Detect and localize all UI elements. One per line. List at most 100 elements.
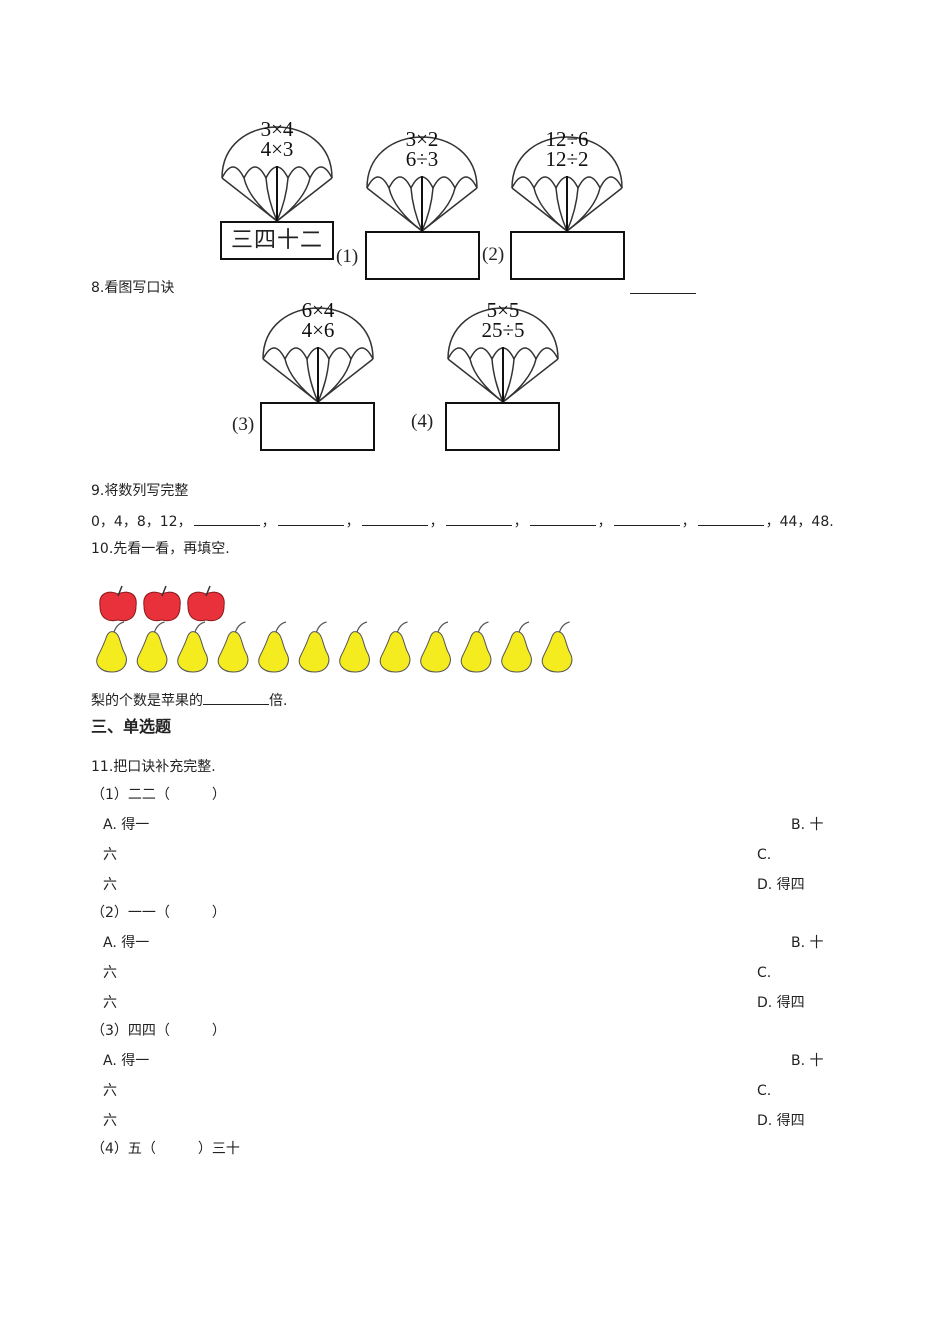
parachute-expression: 3×4 bbox=[260, 117, 294, 141]
option-a-continued[interactable]: 六 bbox=[103, 965, 117, 981]
parachute-drawing bbox=[447, 307, 559, 403]
parachute-string bbox=[284, 358, 319, 403]
parachute-string bbox=[566, 187, 579, 232]
sequence-blank[interactable] bbox=[613, 511, 680, 526]
canopy bbox=[262, 307, 374, 360]
fruit-figure bbox=[92, 578, 592, 678]
pear-icon bbox=[501, 621, 532, 673]
sequence-number: 8 bbox=[136, 514, 146, 530]
q9-prompt: 9.将数列写完整 bbox=[91, 483, 189, 499]
option-a-continued[interactable]: 六 bbox=[103, 1113, 117, 1129]
q10-sentence-after: 倍. bbox=[269, 693, 288, 709]
answer-box[interactable] bbox=[510, 231, 625, 280]
option-d[interactable]: D. 得四 bbox=[757, 1113, 805, 1129]
answer-box[interactable] bbox=[445, 402, 560, 451]
option-a[interactable]: A. 得一 bbox=[103, 817, 150, 833]
answer-box[interactable] bbox=[365, 231, 480, 280]
pear-icon bbox=[96, 621, 127, 673]
parachute-string bbox=[317, 358, 374, 403]
sequence-blank[interactable] bbox=[529, 511, 596, 526]
answer-box[interactable] bbox=[260, 402, 375, 451]
pear-icon bbox=[420, 621, 451, 673]
q10-sentence-before: 梨的个数是苹果的 bbox=[91, 693, 203, 709]
separator: ， bbox=[765, 514, 780, 530]
parachute-string bbox=[566, 187, 623, 232]
apple-icon bbox=[187, 585, 225, 622]
parachute-string bbox=[388, 187, 423, 232]
q8-answer-blank[interactable] bbox=[630, 279, 696, 299]
canopy-panel bbox=[454, 176, 478, 189]
canopy-panel bbox=[388, 176, 412, 189]
canopy-panel bbox=[513, 347, 537, 360]
pear-icon bbox=[177, 621, 208, 673]
parachute-string bbox=[421, 187, 434, 232]
parachute-string bbox=[276, 177, 289, 222]
parachute-expression: 4×6 bbox=[301, 318, 335, 342]
option-a-continued[interactable]: 六 bbox=[103, 995, 117, 1011]
option-a-continued[interactable]: 六 bbox=[103, 877, 117, 893]
parachute-string bbox=[502, 358, 515, 403]
separator: ， bbox=[261, 514, 276, 530]
sequence-blank[interactable] bbox=[697, 511, 764, 526]
canopy-panel bbox=[469, 347, 493, 360]
parachute-string bbox=[265, 177, 278, 222]
parachute-expression: 6÷3 bbox=[405, 147, 439, 171]
q9-sequence: 0，4，8，12，，，，，，，，44，48. bbox=[91, 511, 834, 531]
apple-icon bbox=[99, 585, 137, 622]
sequence-blank[interactable] bbox=[445, 511, 512, 526]
canopy-panel bbox=[366, 176, 390, 189]
pear-icon bbox=[460, 621, 492, 673]
sequence-blank[interactable] bbox=[361, 511, 428, 526]
option-c[interactable]: C. bbox=[757, 1083, 772, 1099]
sequence-number: 4 bbox=[113, 514, 123, 530]
canopy-panel bbox=[287, 166, 311, 179]
q10-sentence: 梨的个数是苹果的 倍. bbox=[91, 690, 287, 710]
option-b[interactable]: B. 十 bbox=[791, 1053, 824, 1069]
pear-icon bbox=[541, 621, 573, 673]
option-c[interactable]: C. bbox=[757, 965, 772, 981]
option-b[interactable]: B. 十 bbox=[791, 935, 824, 951]
parachute-expression: 6×4 bbox=[301, 298, 335, 322]
canopy-panel bbox=[432, 176, 456, 189]
question-stem: （3）四四（ ） bbox=[91, 1023, 226, 1039]
canopy bbox=[447, 307, 559, 360]
option-a[interactable]: A. 得一 bbox=[103, 935, 150, 951]
parachute-string bbox=[410, 187, 423, 232]
canopy-panel bbox=[447, 347, 471, 360]
canopy-panel bbox=[599, 176, 623, 189]
q10-answer-blank[interactable] bbox=[203, 690, 269, 705]
parachute-string bbox=[243, 177, 278, 222]
option-d[interactable]: D. 得四 bbox=[757, 995, 805, 1011]
separator: ， bbox=[681, 514, 696, 530]
sequence-blank[interactable] bbox=[277, 511, 344, 526]
separator: ， bbox=[145, 514, 160, 530]
parachute-string bbox=[306, 358, 319, 403]
option-a[interactable]: A. 得一 bbox=[103, 1053, 150, 1069]
question-stem: （4）五（ ）三十 bbox=[91, 1141, 240, 1157]
separator: ， bbox=[597, 514, 612, 530]
parachute-drawing bbox=[511, 136, 623, 232]
separator: ， bbox=[429, 514, 444, 530]
option-c[interactable]: C. bbox=[757, 847, 772, 863]
parachute-expression: 12÷6 bbox=[545, 127, 589, 151]
option-d[interactable]: D. 得四 bbox=[757, 877, 805, 893]
example-answer-box: 三四十二 bbox=[220, 221, 334, 260]
parachute-string bbox=[533, 187, 568, 232]
question-stem: （1）二二（ ） bbox=[91, 787, 226, 803]
parachute-string bbox=[421, 187, 478, 232]
sequence-blank[interactable] bbox=[193, 511, 260, 526]
option-a-continued[interactable]: 六 bbox=[103, 1083, 117, 1099]
parachute-expression: 4×3 bbox=[260, 137, 294, 161]
option-a-continued[interactable]: 六 bbox=[103, 847, 117, 863]
separator: ， bbox=[177, 514, 192, 530]
canopy bbox=[221, 126, 333, 179]
option-b[interactable]: B. 十 bbox=[791, 817, 824, 833]
sequence-number: 0 bbox=[91, 514, 100, 530]
separator: . bbox=[829, 514, 834, 530]
canopy-panel bbox=[577, 176, 601, 189]
sequence-number: 48 bbox=[811, 514, 830, 530]
canopy-panel bbox=[309, 166, 333, 179]
parachute-expression: 3×2 bbox=[405, 127, 439, 151]
